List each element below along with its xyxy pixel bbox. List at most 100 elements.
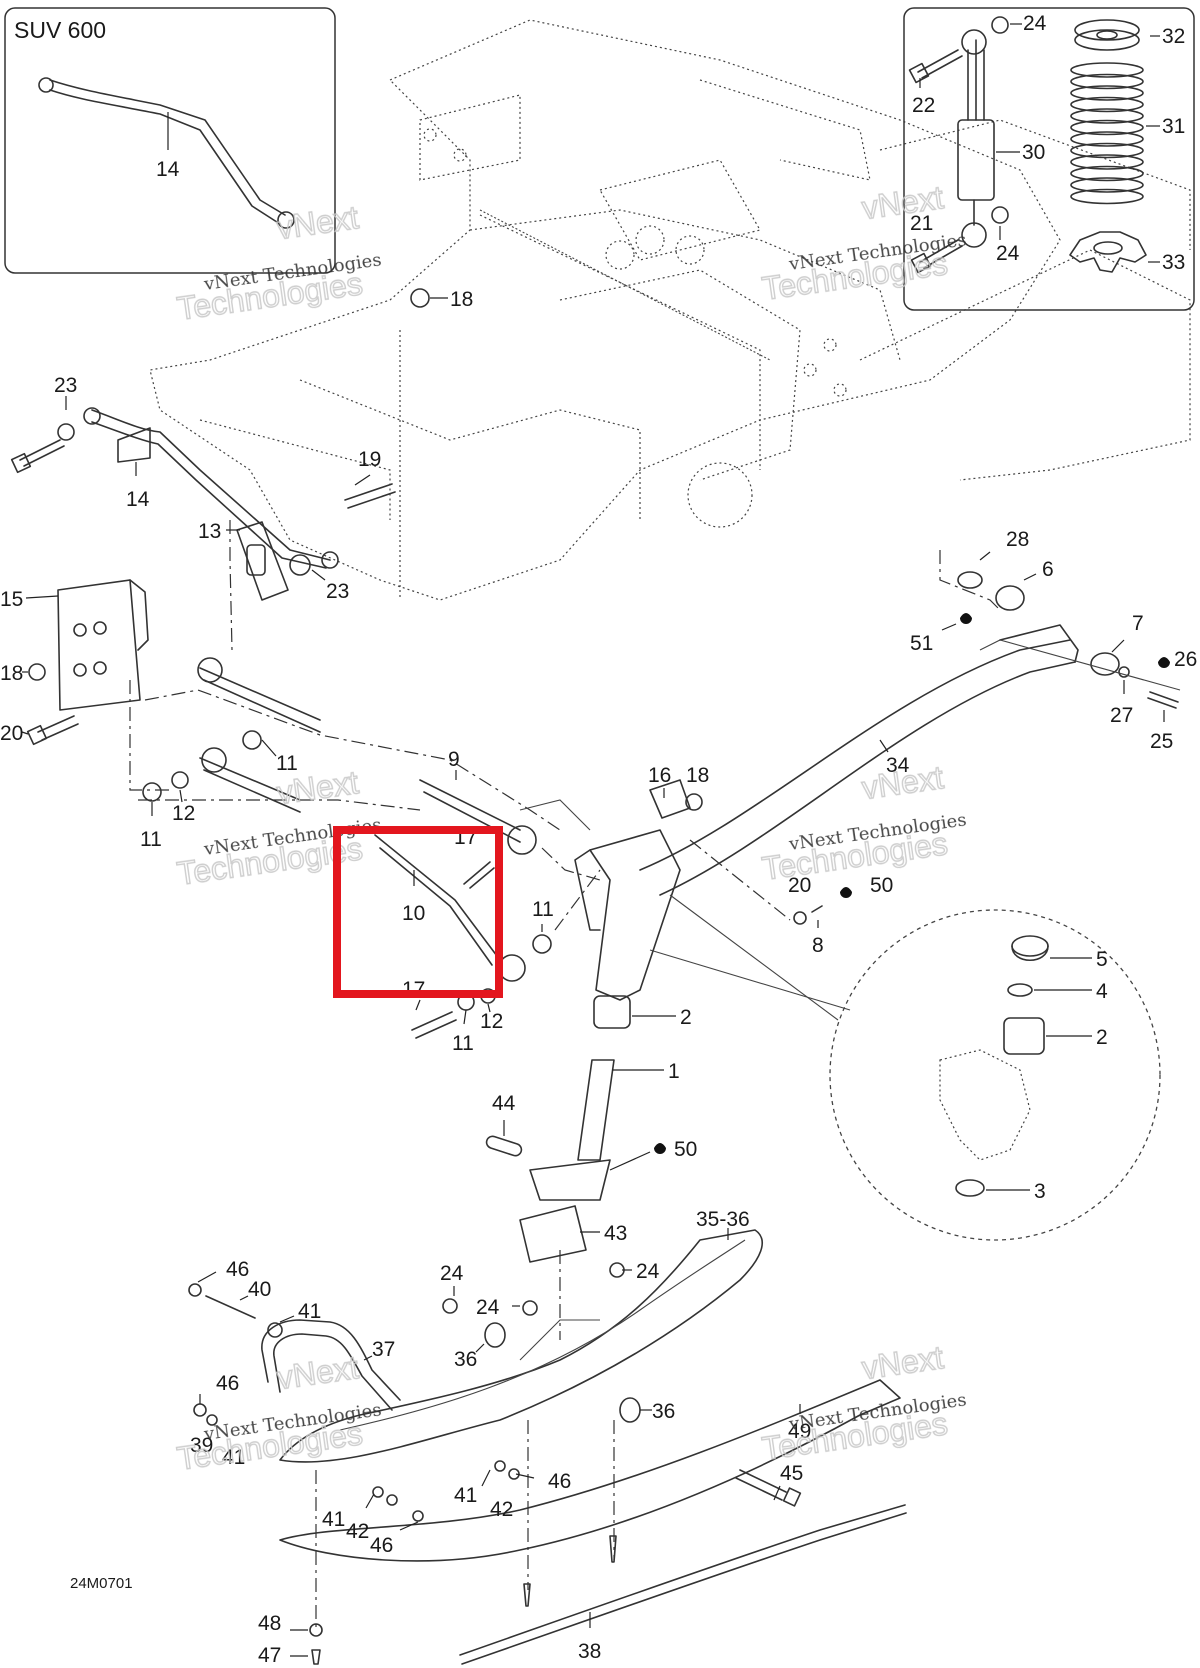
callout: 34 (886, 754, 910, 777)
callout: 41 (222, 1446, 245, 1469)
callout: 13 (198, 520, 221, 543)
callout: 6 (1042, 558, 1054, 581)
callout: 38 (578, 1640, 601, 1663)
callout: 36 (652, 1400, 675, 1423)
callout: 2 (680, 1006, 692, 1029)
inset-shock: 24 32 22 31 30 21 24 33 (903, 7, 1195, 311)
callout: 48 (258, 1612, 281, 1635)
spring-coil (1070, 85, 1144, 101)
callout: 24 (476, 1296, 500, 1319)
chassis-frame (149, 19, 1191, 601)
callout: 1 (668, 1060, 680, 1083)
callout: 18 (450, 288, 473, 311)
svg-text:22: 22 (912, 94, 935, 117)
callout: 5 (1096, 948, 1108, 971)
callout: 15 (0, 588, 23, 611)
callout: 27 (1110, 704, 1133, 727)
callout: 41 (298, 1300, 321, 1323)
svg-text:vNext: vNext (860, 759, 946, 806)
callout: 16 (648, 764, 671, 787)
callout: 41 (322, 1508, 345, 1531)
spring-coil (1070, 119, 1144, 136)
svg-text:32: 32 (1162, 25, 1185, 48)
spring-coil (1070, 188, 1144, 205)
callout: 25 (1150, 730, 1173, 753)
callout-14-inset: 14 (156, 158, 180, 181)
callout: 18 (0, 662, 23, 685)
callout: 50 (870, 874, 893, 897)
callout: 37 (372, 1338, 395, 1361)
callout: 46 (548, 1470, 571, 1493)
spring-coil (1070, 62, 1144, 78)
callout: 23 (54, 374, 77, 397)
callout: 39 (190, 1434, 213, 1457)
callout: 18 (686, 764, 709, 787)
svg-text:vNext: vNext (275, 1349, 361, 1396)
callout: 50 (674, 1138, 697, 1161)
assembly-lines (129, 520, 1181, 1630)
callout: 7 (1132, 612, 1144, 635)
callout: 12 (480, 1010, 503, 1033)
callout: 24 (636, 1260, 660, 1283)
svg-text:30: 30 (1022, 141, 1045, 164)
callout: 42 (346, 1520, 369, 1543)
callout: 11 (532, 898, 554, 921)
callout: 3 (1034, 1180, 1046, 1203)
spring-coil (1070, 73, 1144, 90)
watermarks: vNext vNext Technologies Technologies vN… (174, 178, 968, 1477)
spring-coil (1070, 96, 1144, 113)
callout: 42 (490, 1498, 513, 1521)
callout: 11 (276, 752, 298, 775)
suspension-parts (10, 407, 1179, 1665)
spring-coil (1070, 154, 1144, 170)
inset-title: SUV 600 (14, 17, 106, 43)
callout: 9 (448, 748, 460, 771)
callout: 19 (358, 448, 381, 471)
callout: 43 (604, 1222, 627, 1245)
spring-coil (1070, 142, 1144, 159)
svg-text:24: 24 (996, 242, 1020, 265)
callout: 46 (370, 1534, 393, 1557)
callout: 11 (140, 828, 162, 851)
callout: 8 (812, 934, 824, 957)
callout: 41 (454, 1484, 477, 1507)
svg-text:vNext: vNext (275, 199, 361, 246)
callout: 20 (0, 722, 23, 745)
callout: 14 (126, 488, 150, 511)
spring-coil (1070, 165, 1144, 182)
callout: 11 (452, 1032, 474, 1055)
callout: 46 (226, 1258, 249, 1281)
callout: 47 (258, 1644, 281, 1667)
callout: 35-36 (696, 1208, 750, 1231)
spring-coil (1070, 131, 1144, 147)
callout: 24 (440, 1262, 464, 1285)
drawing-code: 24M0701 (70, 1575, 133, 1592)
callouts: 18 23 14 19 13 23 15 18 20 11 12 11 9 17… (0, 288, 1197, 1667)
svg-text:vNext: vNext (860, 1339, 946, 1386)
inset-suv600: SUV 600 14 (4, 7, 336, 274)
svg-text:21: 21 (910, 212, 933, 235)
highlight-box (333, 826, 503, 998)
callout: 28 (1006, 528, 1029, 551)
svg-text:33: 33 (1162, 251, 1185, 274)
svg-text:24: 24 (1023, 12, 1047, 35)
spring-coil (1070, 108, 1144, 124)
callout: 45 (780, 1462, 803, 1485)
callout: 2 (1096, 1026, 1108, 1049)
callout: 12 (172, 802, 195, 825)
svg-text:31: 31 (1162, 115, 1185, 138)
callout: 23 (326, 580, 349, 603)
callout: 46 (216, 1372, 239, 1395)
callout: 10 (402, 902, 425, 925)
callout: 49 (788, 1420, 811, 1443)
callout: 20 (788, 874, 811, 897)
callout: 36 (454, 1348, 477, 1371)
spring-coil (1070, 177, 1144, 193)
callout: 40 (248, 1278, 271, 1301)
callout: 51 (910, 632, 933, 655)
callout: 26 (1174, 648, 1197, 671)
callout: 4 (1096, 980, 1108, 1003)
callout: 44 (492, 1092, 516, 1115)
detail-view-bushings (649, 894, 1161, 1241)
